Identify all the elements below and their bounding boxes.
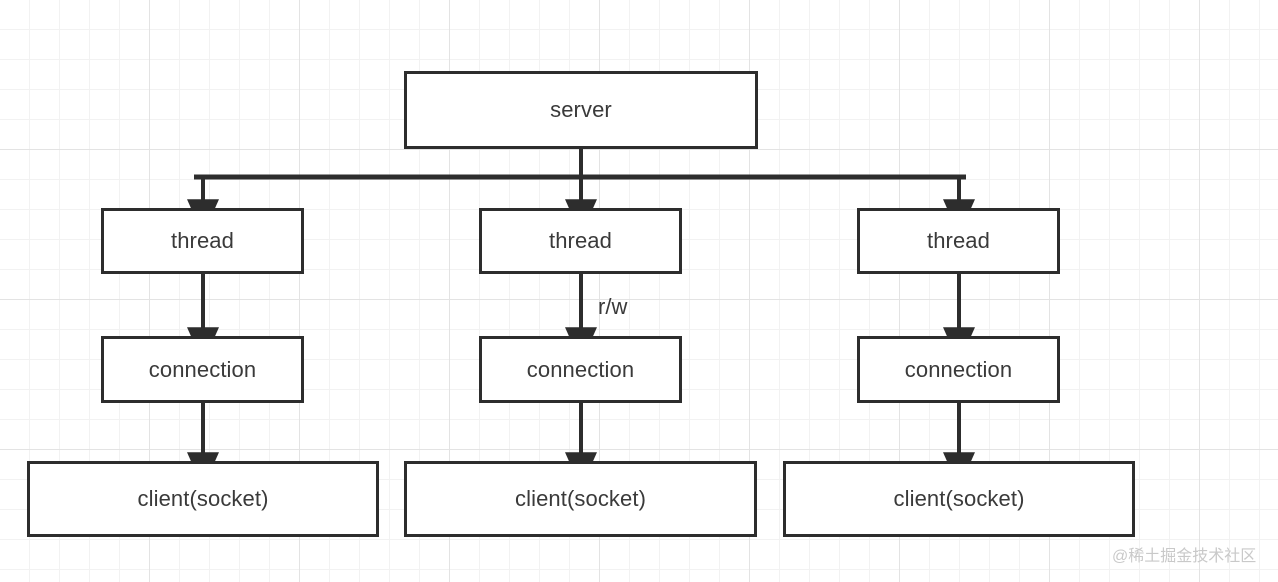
edge-label-rw: r/w xyxy=(598,294,628,319)
node-client-1[interactable]: client(socket) xyxy=(27,461,379,537)
node-thread-2[interactable]: thread xyxy=(479,208,682,274)
node-thread-1-label: thread xyxy=(171,228,234,253)
node-client-3[interactable]: client(socket) xyxy=(783,461,1135,537)
node-client-3-label: client(socket) xyxy=(893,486,1025,511)
node-thread-3-label: thread xyxy=(927,228,990,253)
node-connection-2[interactable]: connection xyxy=(479,336,682,403)
node-connection-1-label: connection xyxy=(148,356,257,382)
node-client-1-label: client(socket) xyxy=(137,486,269,511)
node-server-label: server xyxy=(550,97,612,122)
node-server[interactable]: server xyxy=(404,71,758,149)
node-thread-3[interactable]: thread xyxy=(857,208,1060,274)
node-connection-3-label: connection xyxy=(904,356,1013,382)
node-connection-2-label: connection xyxy=(526,356,635,382)
node-thread-2-label: thread xyxy=(549,228,612,253)
node-connection-1[interactable]: connection xyxy=(101,336,304,403)
node-client-2-label: client(socket) xyxy=(515,486,646,511)
watermark: @稀土掘金技术社区 xyxy=(1112,548,1257,565)
node-client-2[interactable]: client(socket) xyxy=(404,461,757,537)
node-thread-1[interactable]: thread xyxy=(101,208,304,274)
node-connection-3[interactable]: connection xyxy=(857,336,1060,403)
